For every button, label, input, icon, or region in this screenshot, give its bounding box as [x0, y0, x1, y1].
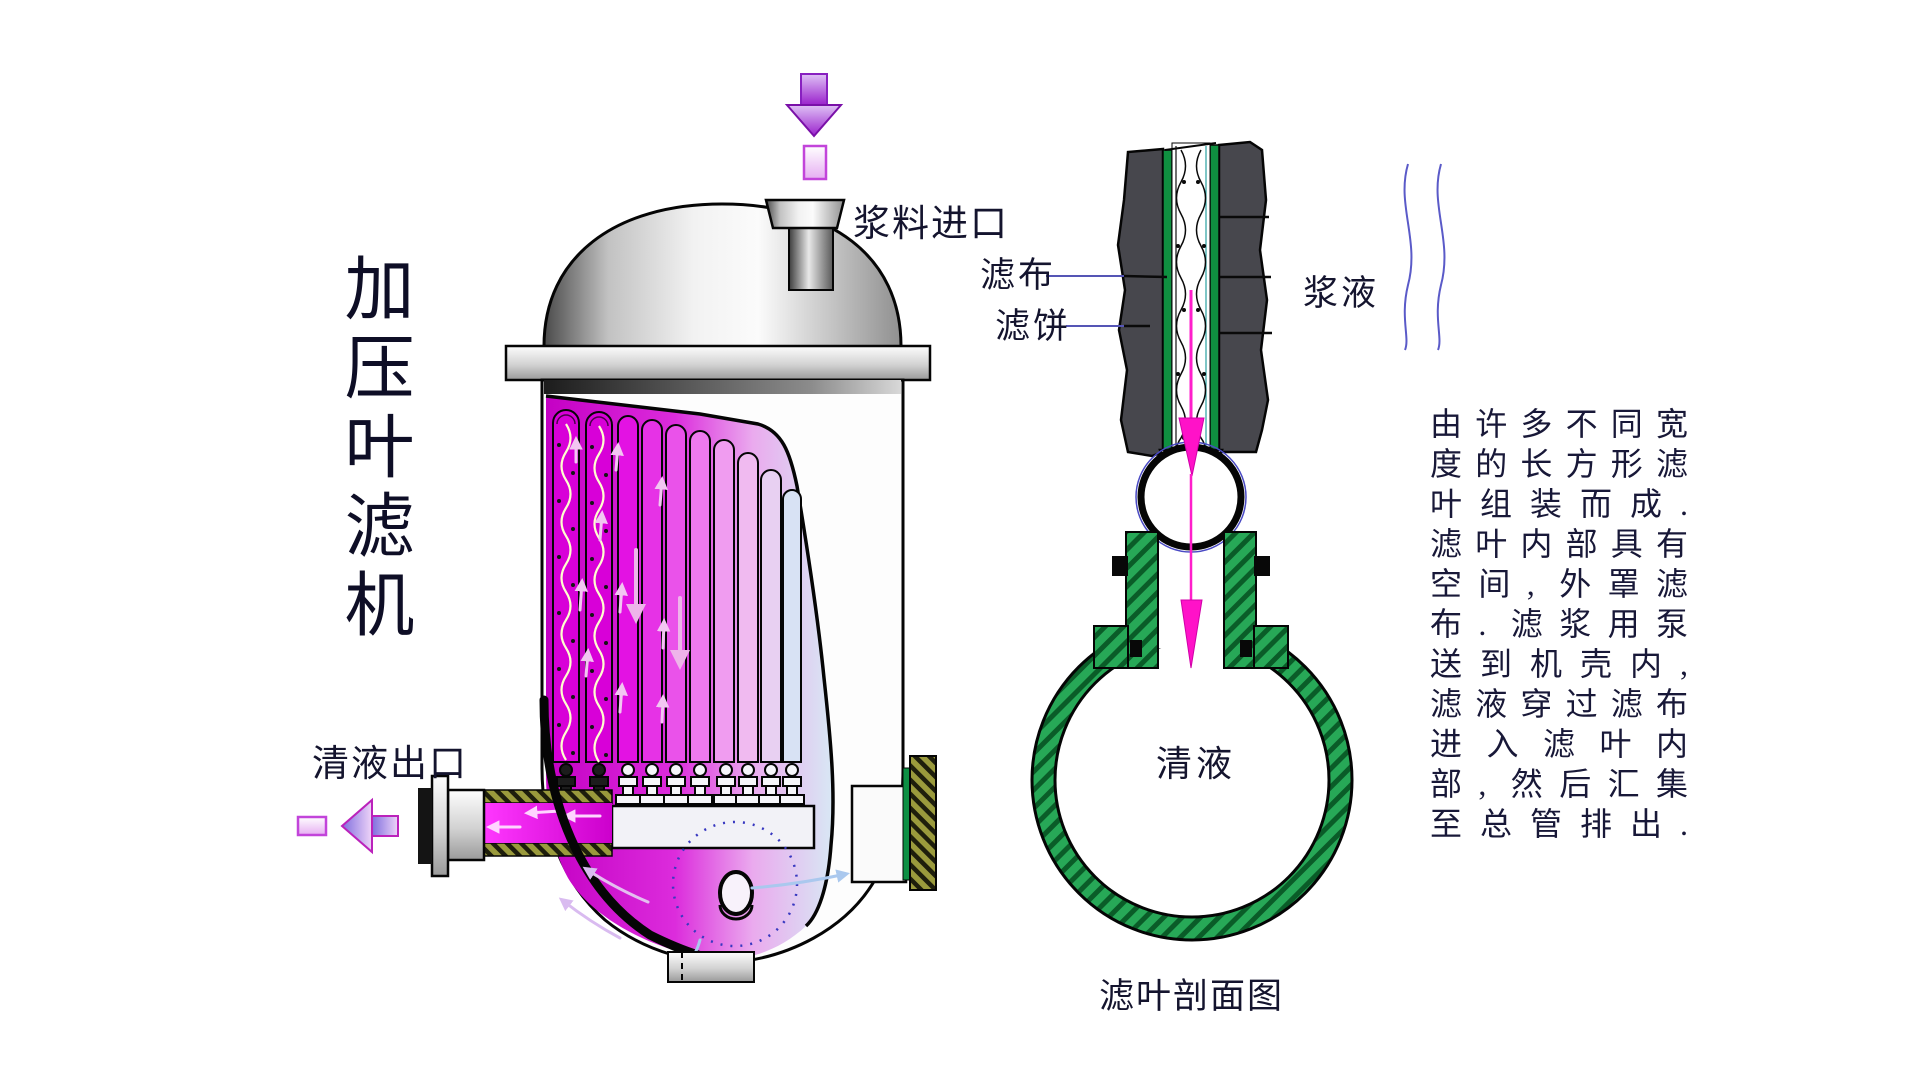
- description-line: 进入滤叶内: [1430, 726, 1688, 762]
- filter-leaf: [585, 411, 613, 763]
- description-line: 部, 然后汇集: [1430, 766, 1688, 802]
- label-slurry: 浆液: [1303, 274, 1380, 313]
- flow-arrows: [569, 435, 690, 724]
- description-line: 由许多不同宽: [1430, 406, 1688, 442]
- filter-cake-left: [1116, 147, 1165, 458]
- label-filter-cloth: 滤布: [980, 256, 1057, 295]
- description-line: 滤叶内部具有: [1430, 526, 1688, 562]
- filter-leaf: [713, 439, 735, 763]
- cake-layer-lines: [1219, 215, 1272, 335]
- filtrate-manifold: [610, 804, 816, 850]
- filtrate-outlet-pipe: [418, 774, 613, 878]
- label-filtrate-outlet: 清液出口: [312, 744, 468, 785]
- page-title: 加压叶滤机: [334, 252, 411, 647]
- label-filter-cake: 滤饼: [995, 307, 1072, 346]
- filter-leaf: [665, 424, 687, 763]
- filter-leaf: [760, 469, 782, 763]
- filtrate-flow-arrow: [1178, 290, 1205, 669]
- description-line: 度的长方形滤: [1430, 446, 1688, 482]
- flow-dash: [296, 815, 328, 837]
- description-line: 滤液穿过滤布: [1430, 686, 1688, 722]
- flange-shadow: [544, 380, 901, 394]
- slurry-inlet-nozzle: [764, 198, 846, 291]
- description-line: 叶组装而成.: [1430, 486, 1688, 522]
- label-slurry-inlet: 浆料进口: [853, 204, 1009, 245]
- vessel-dome: [542, 202, 903, 350]
- description-line: 空间, 外罩滤: [1430, 566, 1688, 602]
- filter-cake: [1116, 140, 1270, 458]
- description-line: 送到机壳内,: [1430, 646, 1688, 682]
- leaf-section-diagram: [1030, 140, 1446, 942]
- section-caption: 滤叶剖面图: [1099, 977, 1285, 1016]
- slurry-wave-lines: [1403, 163, 1446, 351]
- filter-leaf: [689, 430, 711, 763]
- filtrate-outlet-arrow-icon: [296, 797, 399, 855]
- header-connection-blocks: [1093, 531, 1289, 669]
- filter-cake-right: [1217, 140, 1270, 454]
- flow-dash: [802, 144, 828, 181]
- vessel-flange: [504, 344, 932, 382]
- manhole-outline: [558, 820, 850, 965]
- bottom-drain: [667, 951, 755, 983]
- description-line: 布. 滤浆用泵: [1430, 606, 1688, 642]
- side-nozzle: [850, 755, 937, 891]
- filter-leaves: [552, 409, 802, 763]
- description-text: 由许多不同宽 度的长方形滤 叶组装而成. 滤叶内部具有 空间, 外罩滤 布. 滤…: [1430, 404, 1688, 844]
- label-clear-liquid: 清液: [1156, 744, 1237, 784]
- slurry-inlet-arrow-icon: [784, 73, 844, 181]
- pressure-vessel-diagram: [296, 73, 937, 983]
- leaf-mesh-detail: [556, 414, 609, 763]
- clear-liquid-header-ring: [1030, 592, 1354, 942]
- filter-leaf: [641, 419, 663, 763]
- leader-lines: [1046, 274, 1168, 328]
- filter-leaf: [552, 409, 580, 763]
- filter-leaf: [737, 452, 759, 763]
- description-line: 至总管排出.: [1430, 806, 1688, 842]
- cutaway-edge: [545, 394, 835, 928]
- filter-leaf: [782, 489, 802, 763]
